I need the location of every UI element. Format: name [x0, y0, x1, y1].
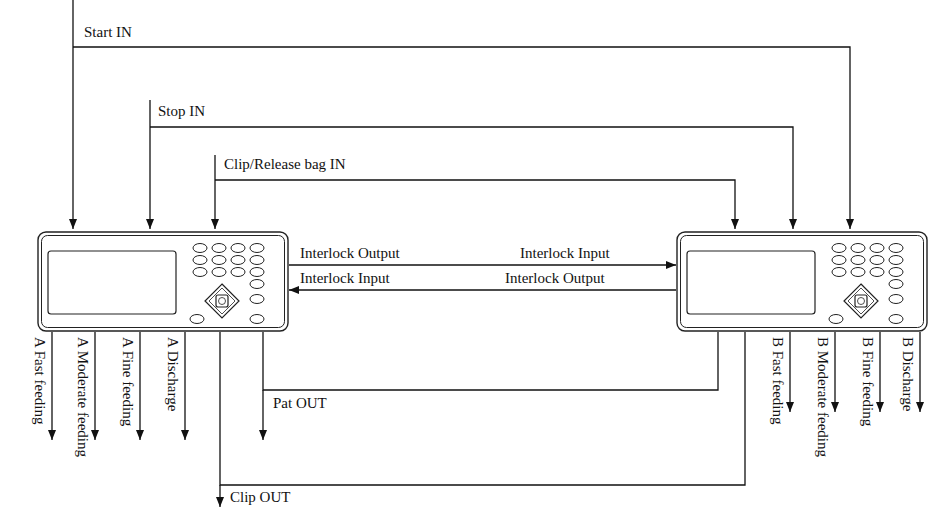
output-signal-label: Clip OUT [230, 489, 290, 506]
output-wire [879, 332, 880, 412]
output-signal-label: A Discharge [165, 337, 182, 411]
output-wire [789, 332, 790, 412]
controller-unit [676, 231, 928, 332]
output-link-wire [263, 332, 718, 390]
output-signal-label: B Moderate feeding [815, 337, 832, 457]
signal-wire [72, 0, 73, 229]
controller-illustration [676, 231, 928, 332]
output-signal-label: A Fast feeding [32, 337, 49, 425]
signal-label: Interlock Input [300, 270, 390, 287]
signal-label: Stop IN [158, 103, 205, 120]
output-signal-label: B Fast feeding [770, 337, 787, 425]
interlock-arrow [289, 289, 676, 290]
output-signal-label: A Moderate feeding [75, 337, 92, 457]
output-wire [919, 332, 920, 412]
output-signal-label: A Fine feeding [120, 337, 137, 426]
signal-wire [149, 100, 150, 229]
signal-label: Interlock Output [505, 270, 605, 287]
output-wire [94, 332, 95, 440]
output-wire [51, 332, 52, 440]
output-signal-label: Pat OUT [273, 395, 327, 412]
output-link-wire [220, 332, 745, 485]
controller-illustration [37, 231, 289, 332]
controller-unit [37, 231, 289, 332]
output-signal-label: B Discharge [900, 337, 917, 411]
output-wire [184, 332, 185, 440]
output-signal-label: B Fine feeding [860, 337, 877, 426]
output-wire [834, 332, 835, 412]
output-wire [262, 390, 263, 440]
signal-label: Clip/Release bag IN [224, 156, 346, 173]
signal-wire [215, 180, 735, 229]
signal-wire [214, 155, 215, 229]
signal-wire [150, 127, 793, 229]
signal-wire [73, 47, 850, 229]
output-wire [219, 485, 220, 507]
signal-label: Start IN [84, 24, 132, 41]
output-wire [139, 332, 140, 440]
interlock-arrow [289, 264, 676, 265]
signal-label: Interlock Output [300, 245, 400, 262]
signal-label: Interlock Input [520, 245, 610, 262]
